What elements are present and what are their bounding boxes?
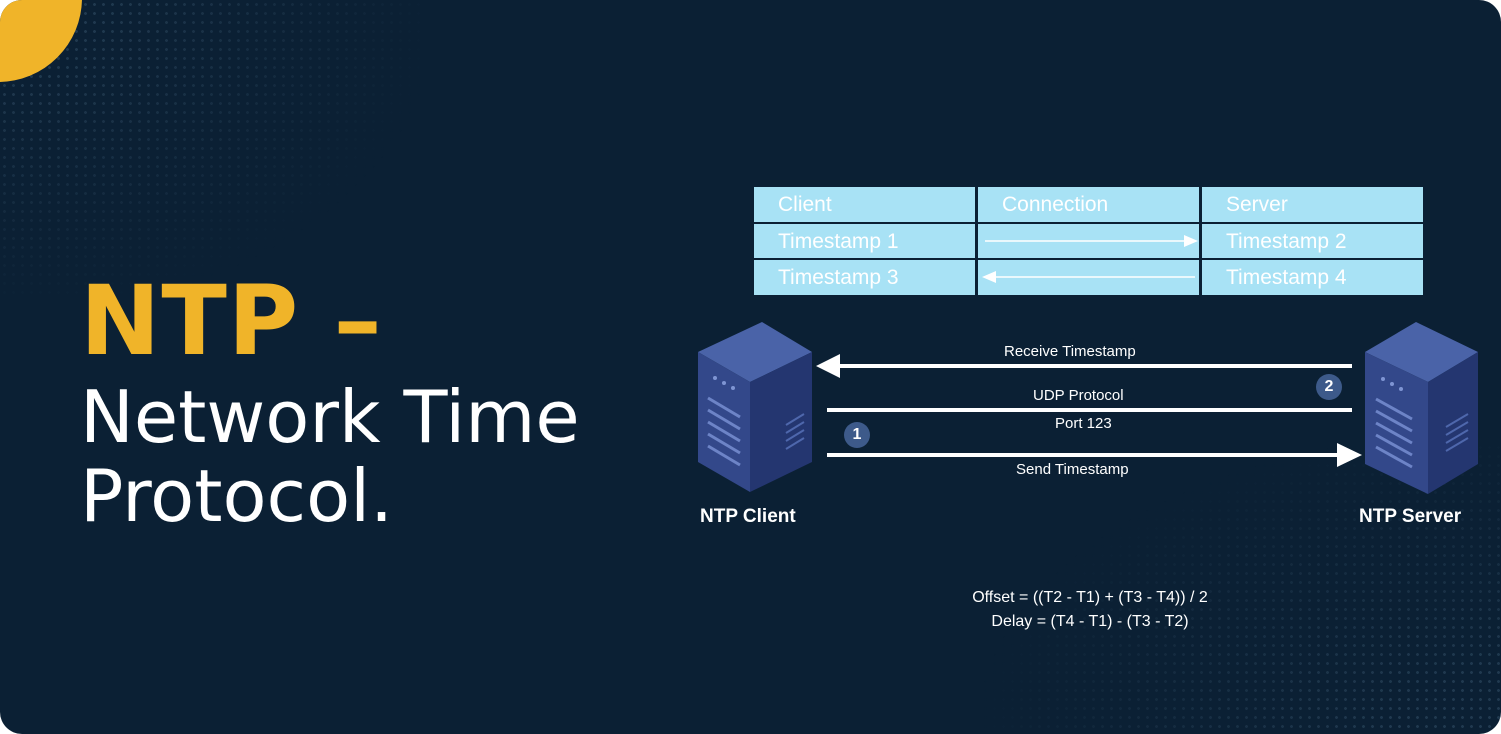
- table-arrow-forward: [985, 235, 1198, 247]
- table-header-server: Server: [1202, 187, 1423, 222]
- title-protocol: Protocol.: [80, 454, 394, 538]
- title-ntp: NTP –: [80, 265, 383, 377]
- delay-formula: Delay = (T4 - T1) - (T3 - T2): [991, 613, 1189, 630]
- ntp-client-label: NTP Client: [700, 506, 796, 527]
- send-timestamp-arrow: [827, 443, 1362, 467]
- table-cell-timestamp-4: Timestamp 4: [1202, 260, 1423, 295]
- table-cell-timestamp-1: Timestamp 1: [754, 224, 975, 258]
- table-header-client: Client: [754, 187, 975, 222]
- step-2-badge: 2: [1316, 374, 1342, 400]
- dot-pattern-top-left: [0, 0, 420, 300]
- ntp-server-label: NTP Server: [1359, 506, 1462, 527]
- table-header-connection: Connection: [978, 187, 1199, 222]
- ntp-server-icon: [1365, 322, 1478, 494]
- udp-protocol-label: UDP Protocol: [1033, 387, 1124, 404]
- receive-timestamp-arrow: [816, 354, 1352, 378]
- table-arrow-backward: [982, 271, 1195, 283]
- receive-timestamp-label: Receive Timestamp: [1004, 343, 1136, 360]
- title-network-time: Network Time: [80, 375, 580, 459]
- port-label: Port 123: [1055, 415, 1112, 432]
- table-cell-timestamp-2: Timestamp 2: [1202, 224, 1423, 258]
- step-1-badge: 1: [844, 422, 870, 448]
- offset-formula: Offset = ((T2 - T1) + (T3 - T4)) / 2: [972, 589, 1208, 606]
- table-cell-timestamp-3: Timestamp 3: [754, 260, 975, 295]
- ntp-client-server-icon: [698, 322, 812, 492]
- send-timestamp-label: Send Timestamp: [1016, 461, 1129, 478]
